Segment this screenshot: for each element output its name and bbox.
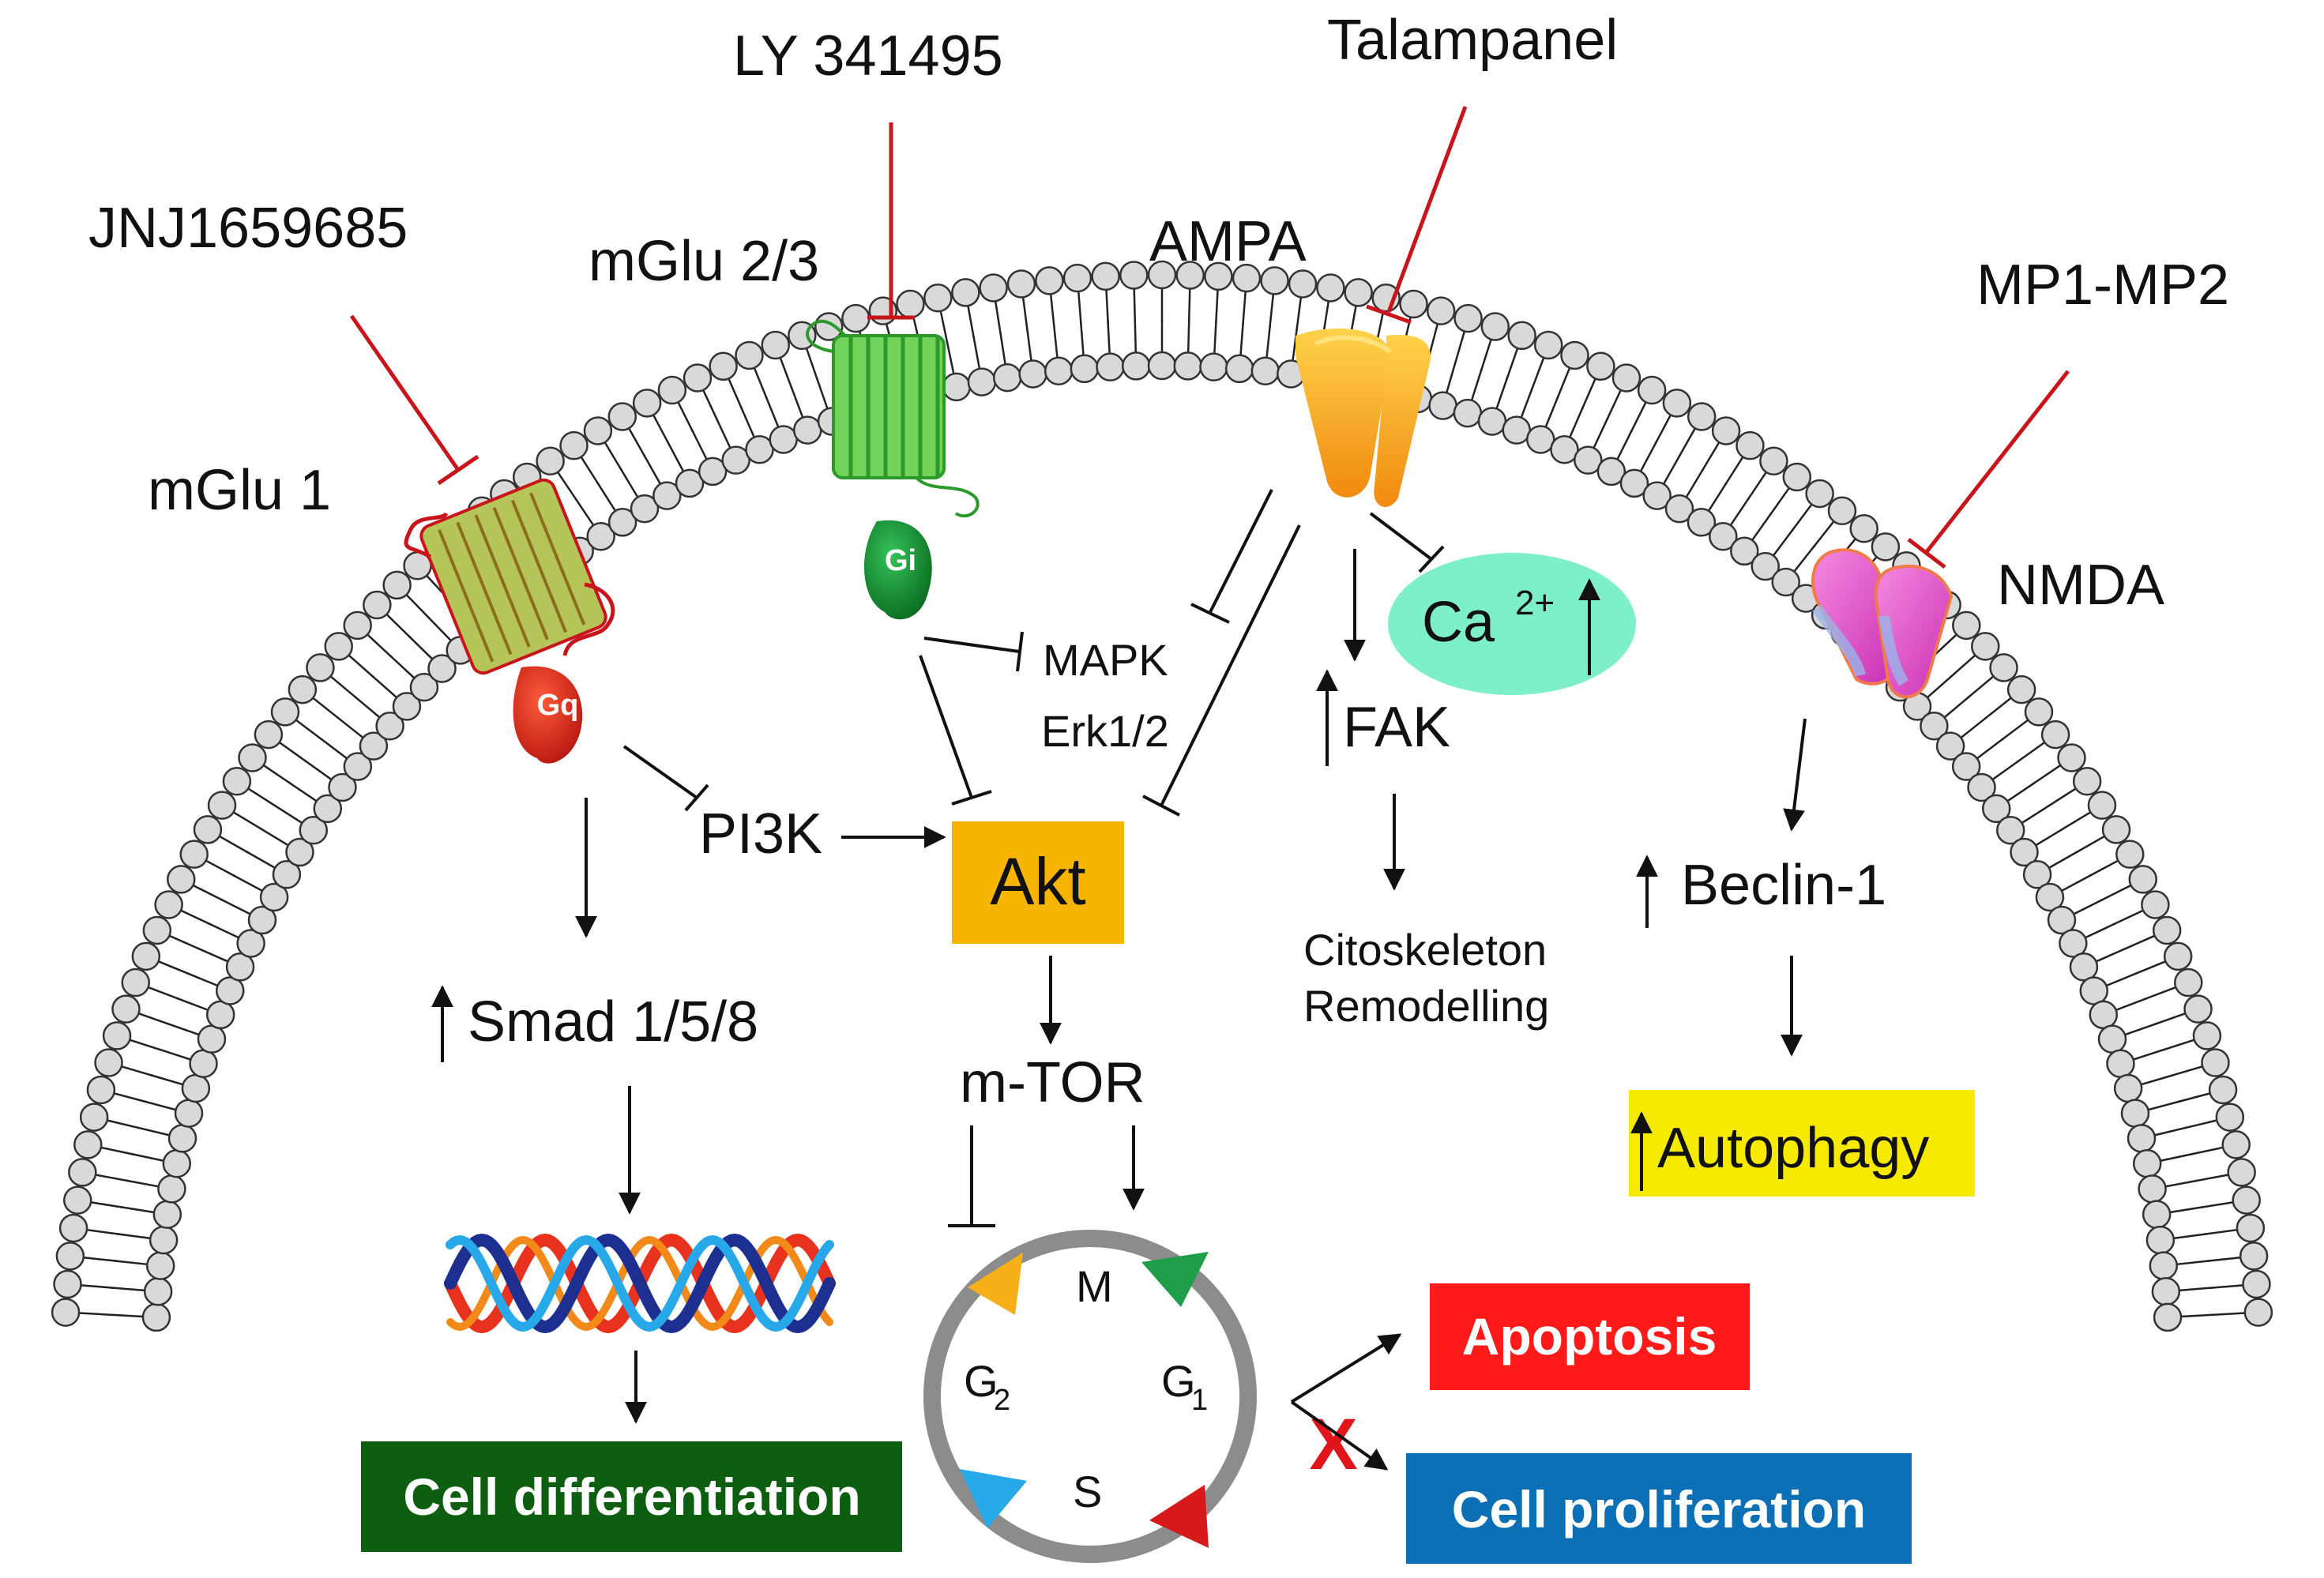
cytoskeleton-label-1: Citoskeleton (1303, 925, 1547, 975)
pi3k-label: PI3K (699, 802, 822, 866)
m-g1-arrow (1141, 1252, 1209, 1307)
beclin-label: Beclin-1 (1681, 854, 1886, 917)
ca-ellipse (1388, 553, 1636, 695)
differentiation-label: Cell differentiation (403, 1467, 860, 1526)
phase-g2-subscript: 2 (994, 1384, 1010, 1417)
nmda-label: NMDA (1997, 554, 2164, 617)
apoptosis-label: Apoptosis (1462, 1307, 1717, 1366)
proliferation-label: Cell proliferation (1452, 1480, 1866, 1539)
gi-label: Gi (885, 544, 916, 577)
mglu1-label: mGlu 1 (148, 459, 331, 522)
gi-akt-inhibit (919, 655, 973, 798)
differentiation-box (361, 1441, 902, 1552)
phase-g1-subscript: 1 (1191, 1384, 1208, 1417)
proliferation-outcome: Cell proliferation (1406, 1453, 1912, 1564)
cytoskeleton-label-2: Remodelling (1303, 981, 1549, 1031)
ly-label: LY 341495 (733, 24, 1003, 88)
s-g2-arrow (960, 1469, 1027, 1528)
ampa-akt-inhibit (1160, 524, 1301, 806)
dna-helix-icon (444, 1233, 836, 1334)
g2-m-arrow (968, 1253, 1023, 1315)
autophagy-box (1629, 1090, 1975, 1197)
mapk-label: MAPK (1043, 635, 1168, 685)
gq-protein: Gq (513, 666, 583, 764)
akt-label: Akt (990, 844, 1085, 919)
ampa-ca-inhibit (1369, 512, 1433, 561)
g1-s-arrow (1149, 1485, 1209, 1548)
calcium-node: Ca 2+ (1388, 553, 1636, 695)
ampa-mapk-inhibit (1209, 489, 1273, 613)
ly-inhibition (867, 122, 915, 320)
jnj-label: JNJ1659685 (88, 197, 408, 260)
mp-label: MP1-MP2 (1976, 254, 2229, 317)
pathway-arrows (575, 489, 1807, 1471)
phase-g1: G (1161, 1356, 1196, 1406)
apoptosis-outcome: Apoptosis (1430, 1283, 1750, 1390)
gq-label: Gq (537, 689, 579, 722)
differentiation-outcome: Cell differentiation (361, 1441, 902, 1552)
fak-label: FAK (1343, 696, 1450, 759)
cell-cycle-diagram: M G 1 S G 2 (923, 1230, 1257, 1563)
gq-pi3k-inhibit (622, 745, 698, 799)
erk-label: Erk1/2 (1041, 706, 1169, 756)
autophagy-node: Autophagy (1629, 1090, 1975, 1197)
phase-g2: G (964, 1356, 998, 1406)
mtor-label: m-TOR (960, 1051, 1145, 1114)
gi-mapk-inhibit (923, 637, 1020, 653)
ampa-channel (1295, 328, 1431, 507)
jnj-inhibition (349, 314, 479, 486)
cycle-apoptosis-arrow (1290, 1333, 1402, 1403)
mglu1-receptor (404, 478, 615, 675)
apoptosis-box (1430, 1283, 1750, 1390)
akt-node: Akt (952, 821, 1124, 944)
autophagy-label: Autophagy (1657, 1117, 1929, 1180)
smad-label: Smad 1/5/8 (468, 990, 758, 1054)
talampanel-label: Talampanel (1327, 9, 1618, 72)
proliferation-box (1406, 1453, 1912, 1564)
ampa-label: AMPA (1149, 210, 1307, 273)
talampanel-inhibition (1366, 106, 1468, 325)
akt-box (952, 821, 1124, 944)
nmda-beclin-arrow (1783, 718, 1807, 832)
cycle-proliferation-arrow (1290, 1400, 1389, 1471)
mp-inhibition (1907, 370, 2070, 569)
phase-m: M (1076, 1261, 1113, 1311)
nmda-channel (1811, 548, 1954, 699)
mglu23-receptor (806, 319, 980, 518)
ca-label: Ca (1422, 591, 1495, 654)
mglu23-label: mGlu 2/3 (589, 230, 819, 293)
ca-superscript: 2+ (1515, 584, 1555, 622)
cell-cycle-ring (923, 1230, 1257, 1563)
gi-protein: Gi (863, 520, 932, 620)
phase-s: S (1073, 1467, 1102, 1516)
